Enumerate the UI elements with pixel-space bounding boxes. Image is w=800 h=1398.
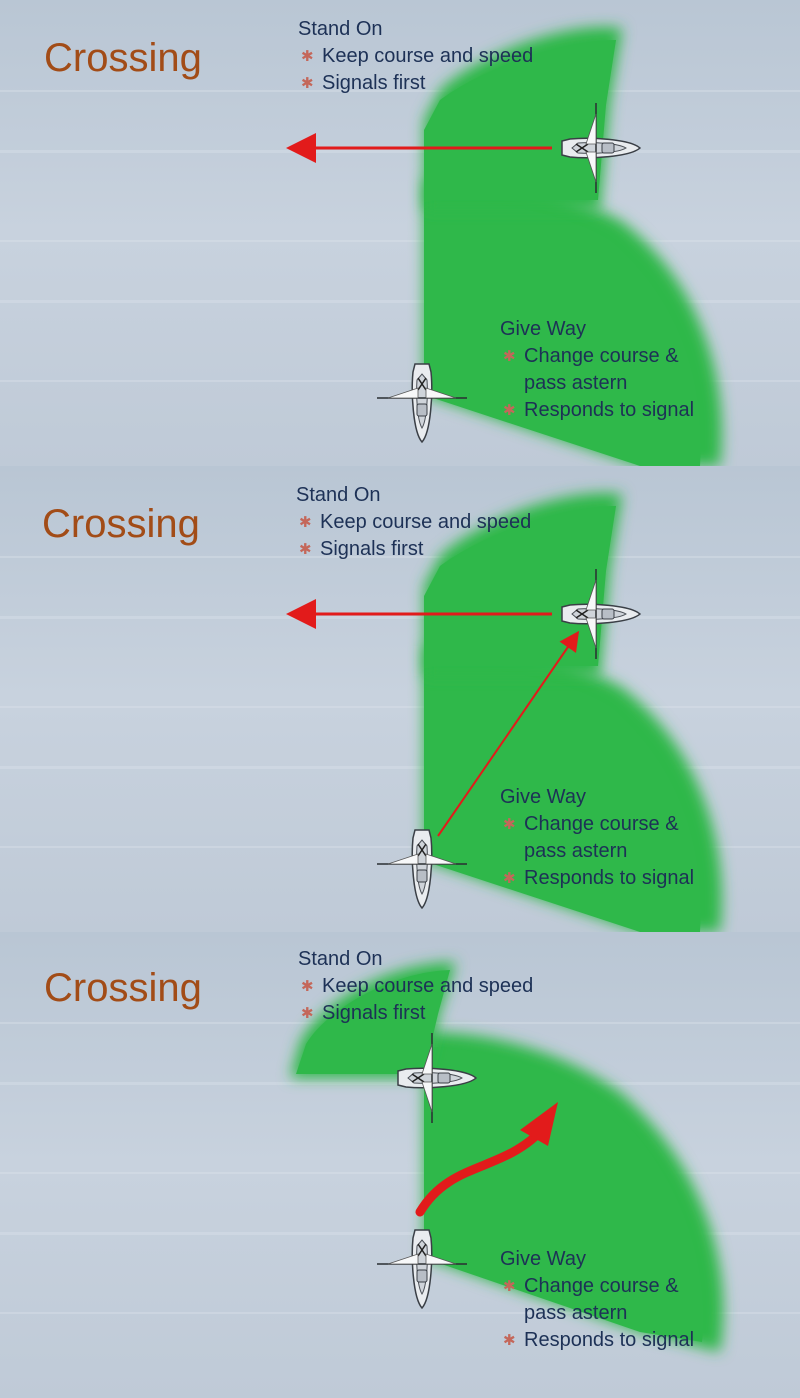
asterisk-icon: ✱ bbox=[503, 1332, 516, 1349]
give-way-item: ✱Responds to signal bbox=[500, 397, 694, 424]
asterisk-icon: ✱ bbox=[503, 816, 516, 833]
give-way-course-arrow bbox=[437, 630, 580, 837]
give-way-item: ✱Change course & bbox=[500, 343, 694, 370]
give-way-item: ✱Change course & bbox=[500, 1273, 694, 1300]
crossing-diagram-3 bbox=[0, 932, 800, 1398]
stand-on-item: ✱Keep course and speed bbox=[298, 43, 533, 70]
stand-on-heading: Stand On bbox=[298, 18, 383, 40]
stand-on-heading: Stand On bbox=[296, 484, 381, 506]
asterisk-icon: ✱ bbox=[503, 348, 516, 365]
stand-on-item: ✱Keep course and speed bbox=[296, 509, 531, 536]
give-way-block: Give Way ✱Change course & pass astern ✱R… bbox=[500, 316, 694, 424]
give-way-item: ✱Change course & bbox=[500, 811, 694, 838]
asterisk-icon: ✱ bbox=[299, 514, 312, 531]
panel-title: Crossing bbox=[42, 502, 200, 546]
panel-title: Crossing bbox=[44, 36, 202, 80]
stand-on-item: ✱Signals first bbox=[296, 536, 531, 563]
give-way-heading: Give Way bbox=[500, 318, 586, 340]
stand-on-block: Stand On ✱Keep course and speed ✱Signals… bbox=[298, 16, 533, 97]
stand-on-item: ✱Signals first bbox=[298, 1000, 533, 1027]
give-way-heading: Give Way bbox=[500, 1248, 586, 1270]
stand-on-item: ✱Keep course and speed bbox=[298, 973, 533, 1000]
asterisk-icon: ✱ bbox=[301, 48, 314, 65]
asterisk-icon: ✱ bbox=[301, 1005, 314, 1022]
give-way-item: ✱Responds to signal bbox=[500, 1327, 694, 1354]
give-way-item-continued: pass astern bbox=[524, 372, 628, 394]
stand-on-block: Stand On ✱Keep course and speed ✱Signals… bbox=[298, 946, 533, 1027]
asterisk-icon: ✱ bbox=[299, 541, 312, 558]
asterisk-icon: ✱ bbox=[503, 1278, 516, 1295]
give-way-course-arrow bbox=[415, 1127, 545, 1217]
crossing-diagram-1 bbox=[0, 0, 800, 466]
panel-1: Crossing Stand On ✱Keep course and speed… bbox=[0, 0, 800, 466]
water-streaks bbox=[0, 90, 800, 382]
stand-on-item: ✱Signals first bbox=[298, 70, 533, 97]
give-way-item: ✱Responds to signal bbox=[500, 865, 694, 892]
asterisk-icon: ✱ bbox=[301, 75, 314, 92]
asterisk-icon: ✱ bbox=[503, 402, 516, 419]
stand-on-heading: Stand On bbox=[298, 948, 383, 970]
give-way-item-continued: pass astern bbox=[524, 840, 628, 862]
panel-title: Crossing bbox=[44, 966, 202, 1010]
water-streaks bbox=[0, 556, 800, 848]
give-way-item-continued: pass astern bbox=[524, 1302, 628, 1324]
crossing-diagram-2 bbox=[0, 466, 800, 932]
panel-3: Crossing Stand On ✱Keep course and speed… bbox=[0, 932, 800, 1398]
give-way-heading: Give Way bbox=[500, 786, 586, 808]
give-way-block: Give Way ✱Change course & pass astern ✱R… bbox=[500, 784, 694, 892]
give-way-block: Give Way ✱Change course & pass astern ✱R… bbox=[500, 1246, 694, 1354]
asterisk-icon: ✱ bbox=[301, 978, 314, 995]
panel-2: Crossing Stand On ✱Keep course and speed… bbox=[0, 466, 800, 932]
asterisk-icon: ✱ bbox=[503, 870, 516, 887]
arrowhead bbox=[520, 1102, 558, 1146]
stand-on-block: Stand On ✱Keep course and speed ✱Signals… bbox=[296, 482, 531, 563]
